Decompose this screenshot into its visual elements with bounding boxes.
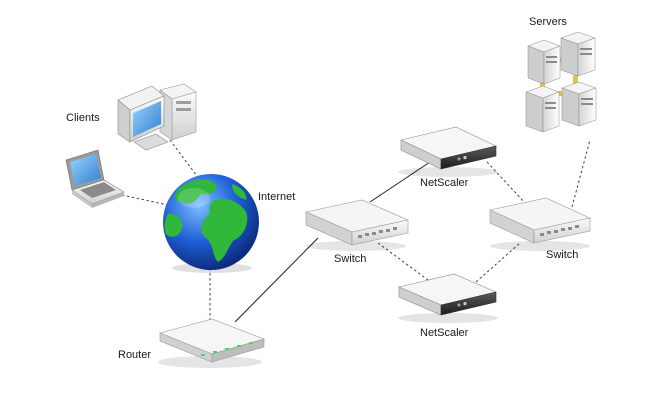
link-desktop-internet xyxy=(169,139,201,181)
link-switch-netscaler-top xyxy=(369,161,431,203)
label-servers: Servers xyxy=(529,16,567,28)
label-router: Router xyxy=(118,349,151,361)
netscaler-appliance-icon-bottom xyxy=(398,273,498,323)
server-unit xyxy=(525,85,560,133)
label-switch-right: Switch xyxy=(546,249,578,261)
server-unit xyxy=(561,81,597,127)
link-router-switch xyxy=(234,237,319,323)
switch-ports-left xyxy=(358,227,397,238)
link-netscaler-top-switch xyxy=(486,161,526,204)
desktop-computer-icon xyxy=(117,83,197,151)
router-status-leds xyxy=(201,342,253,356)
link-switch-servers xyxy=(571,139,591,208)
connection-links xyxy=(121,139,591,323)
laptop-icon xyxy=(65,149,125,208)
router-icon xyxy=(158,318,265,368)
switch-ports-right xyxy=(540,225,579,236)
netscaler-appliance-icon-top xyxy=(398,126,498,177)
globe-icon xyxy=(163,174,259,273)
server-unit xyxy=(560,31,596,77)
label-netscaler-bottom: NetScaler xyxy=(420,327,469,339)
network-switch-icon-left xyxy=(305,199,409,251)
label-switch-left: Switch xyxy=(334,253,366,265)
label-clients: Clients xyxy=(66,112,100,124)
server-rack-icon xyxy=(525,31,597,133)
server-unit xyxy=(527,39,561,85)
label-netscaler-top: NetScaler xyxy=(420,177,469,189)
network-switch-icon-right xyxy=(489,197,591,251)
link-switch-netscaler-bottom xyxy=(377,242,433,284)
diagram-labels: Clients Internet Router Switch Switch Ne… xyxy=(66,16,578,361)
link-laptop-internet xyxy=(121,194,169,206)
label-internet: Internet xyxy=(258,191,295,203)
